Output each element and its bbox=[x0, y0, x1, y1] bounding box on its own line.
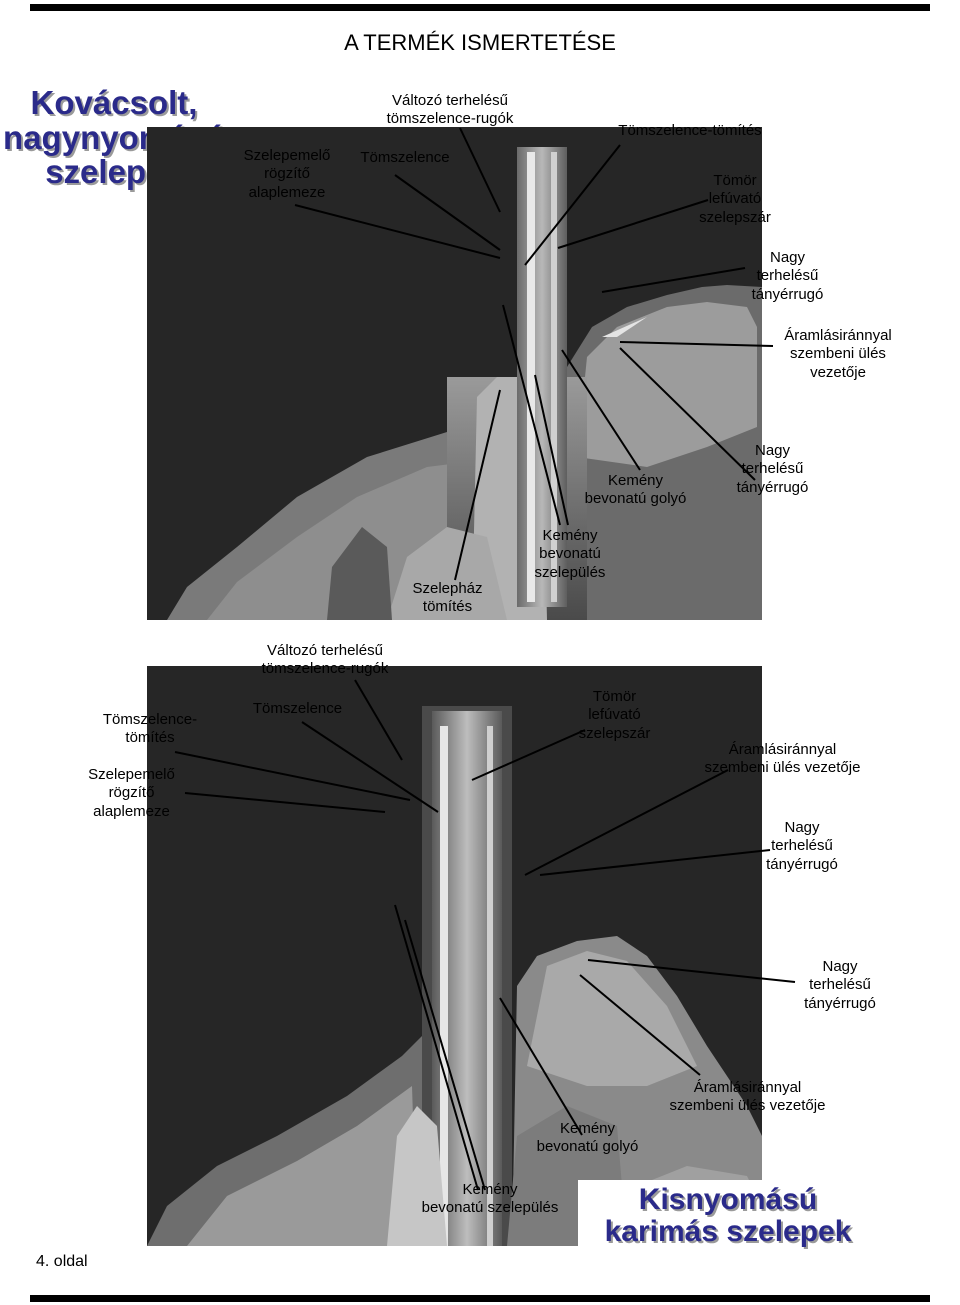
label-line: Kemény bbox=[607, 472, 664, 489]
label-line: Áramlásiránnyal bbox=[693, 1079, 802, 1096]
label-line: Tömör bbox=[713, 172, 757, 189]
label-line: alaplemeze bbox=[248, 183, 326, 201]
label-packing-springs: Változó terhelésű tömszelence-rugók bbox=[370, 92, 530, 129]
label-line: alaplemeze bbox=[93, 802, 170, 820]
label-line: bevonatú szelepülés bbox=[421, 1199, 559, 1217]
label-line: szembeni ülés vezetője bbox=[704, 759, 861, 777]
label-line: terhelésű bbox=[741, 460, 804, 478]
label-hard-seat: Kemény bevonatú szelepülés bbox=[520, 527, 620, 582]
label-line: Kemény bbox=[542, 527, 598, 544]
label-lifter-plate-2: Szelepemelő rögzítő alaplemeze bbox=[74, 766, 189, 821]
label-line: Kemény bbox=[462, 1181, 518, 1198]
label-line: Nagy bbox=[769, 249, 806, 266]
label-line: Áramlásiránnyal bbox=[784, 327, 892, 344]
label-line: bevonatú golyó bbox=[584, 490, 687, 508]
label-packing-seal-2: Tömszelence- tömítés bbox=[95, 711, 205, 748]
label-line: Nagy bbox=[822, 958, 858, 975]
label-line: Változó terhelésű bbox=[392, 92, 508, 109]
top-rule bbox=[30, 4, 930, 11]
label-line: Szelepemelő bbox=[88, 766, 175, 783]
label-hard-seat-2: Kemény bevonatú szelepülés bbox=[405, 1181, 575, 1218]
label-line: tányérrugó bbox=[766, 855, 838, 873]
label-line: Tömör bbox=[592, 688, 637, 705]
label-line: tömítés bbox=[125, 729, 175, 747]
label-line: terhelésű bbox=[809, 976, 871, 994]
label-line: lefúvató bbox=[708, 190, 762, 208]
label-line: bevonatú bbox=[539, 545, 601, 563]
label-line: Szelepház bbox=[412, 580, 483, 597]
label-line: rögzítő bbox=[108, 784, 155, 802]
label-line: szelepszár bbox=[699, 208, 771, 226]
label-lifter-plate: Szelepemelő rögzítő alaplemeze bbox=[222, 147, 352, 202]
label-line: rögzítő bbox=[264, 165, 310, 183]
label-line: Áramlásiránnyal bbox=[728, 741, 837, 758]
label-disc-spring-2b: Nagy terhelésű tányérrugó bbox=[790, 958, 890, 1013]
label-packing: Tömszelence bbox=[360, 149, 450, 166]
valve-cutaway-image-flanged bbox=[147, 666, 762, 1246]
label-line: tömszelence-rugók bbox=[386, 110, 514, 128]
label-line: terhelésű bbox=[756, 267, 819, 285]
label-line: Nagy bbox=[754, 442, 791, 459]
label-line: tömítés bbox=[422, 598, 473, 616]
label-packing-2: Tömszelence bbox=[252, 700, 343, 717]
label-line: szembeni ülés bbox=[790, 345, 886, 363]
label-line: Tömszelence- bbox=[102, 711, 198, 728]
label-hard-ball: Kemény bevonatú golyó bbox=[568, 472, 703, 509]
label-packing-springs-2: Változó terhelésű tömszelence-rugók bbox=[245, 642, 405, 679]
label-line: vezetője bbox=[810, 363, 866, 381]
label-line: tányérrugó bbox=[736, 478, 809, 496]
heading-line: Kovácsolt, bbox=[30, 84, 198, 121]
label-line: tányérrugó bbox=[751, 285, 824, 303]
label-line: szelepszár bbox=[578, 724, 651, 742]
label-line: Nagy bbox=[784, 819, 820, 836]
heading-line: karimás szelepek bbox=[604, 1214, 852, 1248]
label-disc-spring-2a: Nagy terhelésű tányérrugó bbox=[752, 819, 852, 874]
label-line: szelepülés bbox=[534, 563, 606, 581]
label-line: tányérrugó bbox=[804, 994, 876, 1012]
page-number: 4. oldal bbox=[36, 1253, 88, 1270]
label-line: terhelésű bbox=[771, 837, 833, 855]
label-hard-ball-2: Kemény bevonatú golyó bbox=[520, 1120, 655, 1157]
label-line: szembeni ülés vezetője bbox=[669, 1097, 826, 1115]
label-disc-spring-mid: Nagy terhelésű tányérrugó bbox=[720, 442, 825, 497]
label-line: Változó terhelésű bbox=[267, 642, 383, 659]
label-line: tömszelence-rugók bbox=[261, 660, 389, 678]
label-disc-spring-top: Nagy terhelésű tányérrugó bbox=[735, 249, 840, 304]
section-heading-flanged: Kisnyomású karimás szelepek bbox=[578, 1180, 878, 1251]
label-line: lefúvató bbox=[588, 706, 641, 724]
label-seat-guide-2b: Áramlásiránnyal szembeni ülés vezetője bbox=[655, 1079, 840, 1116]
label-body-seal: Szelepház tömítés bbox=[400, 580, 495, 617]
label-packing-seal: Tömszelence-tömítés bbox=[618, 122, 762, 139]
label-seat-guide: Áramlásiránnyal szembeni ülés vezetője bbox=[768, 327, 908, 382]
label-stem-2: Tömör lefúvató szelepszár bbox=[562, 688, 667, 743]
bottom-rule bbox=[30, 1295, 930, 1302]
label-line: bevonatú golyó bbox=[536, 1138, 639, 1156]
label-line: Kemény bbox=[559, 1120, 616, 1137]
label-stem: Tömör lefúvató szelepszár bbox=[680, 172, 790, 227]
label-line: Szelepemelő bbox=[243, 147, 331, 164]
heading-line: Kisnyomású bbox=[638, 1183, 818, 1216]
label-seat-guide-2a: Áramlásiránnyal szembeni ülés vezetője bbox=[690, 741, 875, 778]
page-title: A TERMÉK ISMERTETÉSE bbox=[344, 30, 616, 55]
